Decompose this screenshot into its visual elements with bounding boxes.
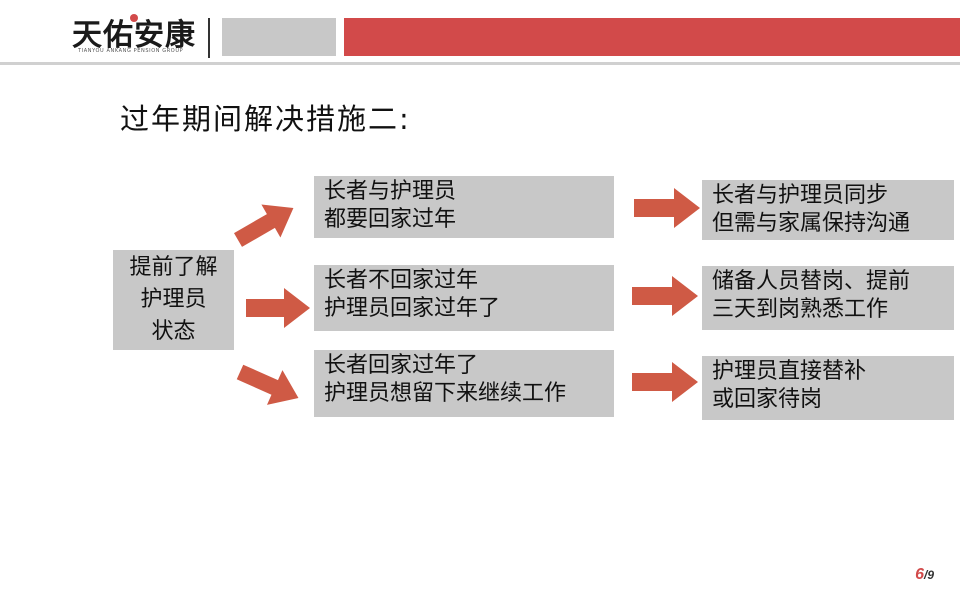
- scenario-line: 长者回家过年了: [324, 353, 479, 378]
- source-line: 护理员: [140, 287, 207, 312]
- page-total: /9: [923, 568, 934, 582]
- scenario-line: 护理员想留下来继续工作: [324, 381, 567, 406]
- scenario-line: 长者不回家过年: [324, 268, 479, 293]
- header-divider: [208, 18, 210, 58]
- solution-box: 长者与护理员同步 但需与家属保持沟通: [702, 180, 954, 240]
- solution-line: 护理员直接替补: [712, 359, 867, 384]
- arrow-right-icon: [632, 276, 698, 316]
- header-underline: [0, 62, 960, 65]
- solution-line: 但需与家属保持沟通: [712, 211, 911, 236]
- scenario-box: 长者不回家过年 护理员回家过年了: [314, 265, 614, 331]
- scenario-line: 都要回家过年: [324, 207, 457, 232]
- solution-box: 护理员直接替补 或回家待岗: [702, 356, 954, 420]
- scenario-line: 护理员回家过年了: [324, 296, 501, 321]
- arrow-right-icon: [246, 288, 310, 328]
- slide-title: 过年期间解决措施二:: [120, 102, 411, 136]
- solution-line: 三天到岗熟悉工作: [712, 297, 889, 322]
- page-number: 6/9: [915, 566, 934, 584]
- page-current: 6: [915, 566, 924, 583]
- scenario-box: 长者与护理员 都要回家过年: [314, 176, 614, 238]
- solution-line: 或回家待岗: [712, 387, 823, 412]
- arrow-up-right-icon: [234, 204, 294, 247]
- scenario-box: 长者回家过年了 护理员想留下来继续工作: [314, 350, 614, 417]
- arrow-right-icon: [634, 188, 700, 228]
- source-line: 提前了解: [129, 255, 218, 280]
- logo-subtitle: TIANYOU ANKANG PENSION GROUP: [78, 48, 184, 54]
- header-red-band: [344, 18, 960, 56]
- solution-line: 储备人员替岗、提前: [712, 269, 911, 294]
- logo-wordmark: 天佑安康: [72, 18, 196, 53]
- solution-box: 储备人员替岗、提前 三天到岗熟悉工作: [702, 266, 954, 330]
- scenario-line: 长者与护理员: [324, 179, 457, 204]
- header-gray-band: [222, 18, 336, 56]
- source-line: 状态: [151, 319, 196, 344]
- arrow-down-right-icon: [236, 364, 299, 405]
- solution-line: 长者与护理员同步: [712, 183, 889, 208]
- source-box: 提前了解 护理员 状态: [113, 250, 234, 350]
- arrow-right-icon: [632, 362, 698, 402]
- logo-seal-icon: [130, 14, 138, 22]
